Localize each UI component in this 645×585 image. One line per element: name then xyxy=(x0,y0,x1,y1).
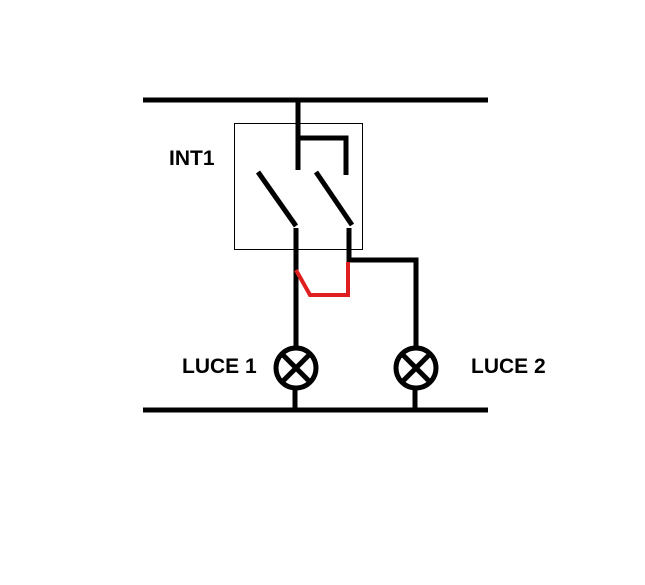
lamp-2-icon xyxy=(393,345,439,391)
bridge-wire xyxy=(294,262,350,297)
switch-1-contact xyxy=(255,170,299,228)
switch-label: INT1 xyxy=(169,147,215,170)
supply-branch-wire xyxy=(298,135,349,175)
switch-box xyxy=(234,123,363,250)
lamp-2-wire xyxy=(346,228,419,347)
switch-2-contact xyxy=(313,170,355,227)
lamp-2-label: LUCE 2 xyxy=(471,355,546,378)
lamp-1-label: LUCE 1 xyxy=(182,355,257,378)
lamp-1-icon xyxy=(273,345,319,391)
